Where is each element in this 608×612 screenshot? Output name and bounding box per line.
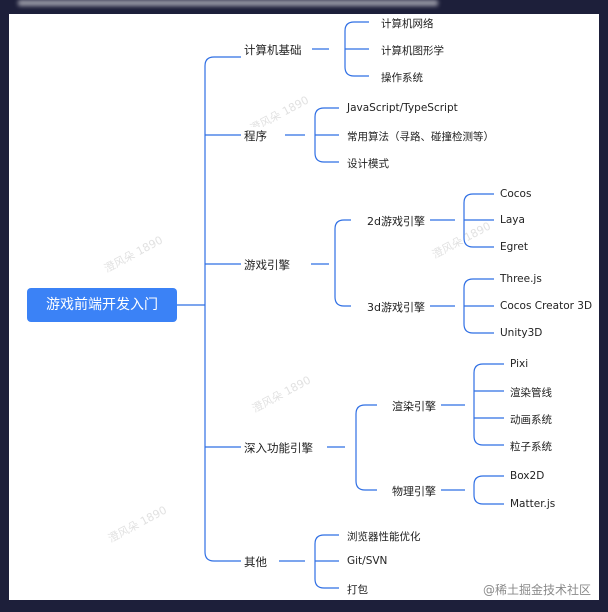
top-header-blur [18,0,438,6]
mindmap-canvas: 澄风朵 1890 澄风朵 1890 澄风朵 1890 澄风朵 1890 澄风朵 … [9,14,599,600]
leaf-node: 计算机图形学 [378,42,447,59]
leaf-node: 动画系统 [507,411,555,428]
leaf-node: Egret [497,240,531,254]
connector [327,404,377,491]
leaf-node: 常用算法（寻路、碰撞检测等） [344,128,497,145]
top-header-strip [0,0,608,14]
sub-2d-engine: 2d游戏引擎 [364,212,428,230]
connector [430,193,494,248]
leaf-node: 计算机网络 [378,15,437,32]
leaf-node: Git/SVN [344,554,391,568]
brand-watermark: @稀土掘金技术社区 [482,583,591,597]
connector [312,21,369,77]
leaf-node: Pixi [507,357,532,371]
connector [285,107,339,163]
leaf-node: 粒子系统 [507,438,555,455]
connector [441,363,504,446]
connector [311,219,351,307]
leaf-node: Cocos Creator 3D [497,299,596,313]
branch-deep-engine: 深入功能引擎 [241,439,316,457]
leaf-node: 渲染管线 [507,384,555,401]
leaf-node: Laya [497,213,528,227]
leaf-node: 打包 [344,581,371,598]
connector-group [177,21,504,589]
leaf-node: Unity3D [497,326,546,340]
connector [204,56,215,562]
leaf-node: 浏览器性能优化 [344,528,424,545]
leaf-node: JavaScript/TypeScript [344,101,461,115]
leaf-node: 操作系统 [378,69,426,86]
branch-game-engine: 游戏引擎 [241,256,293,274]
sub-render-engine: 渲染引擎 [389,397,439,415]
branch-computer-basics: 计算机基础 [241,41,305,59]
branch-programming: 程序 [241,127,270,145]
root-node: 游戏前端开发入门 [27,288,177,322]
connector-lines [177,21,504,589]
sub-3d-engine: 3d游戏引擎 [364,298,428,316]
connector [441,475,504,505]
leaf-node: Box2D [507,469,548,483]
connector [279,534,339,589]
leaf-node: Cocos [497,187,535,201]
leaf-node: 设计模式 [344,155,392,172]
branch-other: 其他 [241,553,270,571]
connector [430,278,494,334]
leaf-node: Matter.js [507,497,559,511]
leaf-node: Three.js [497,272,545,286]
sub-physics-engine: 物理引擎 [389,482,439,500]
